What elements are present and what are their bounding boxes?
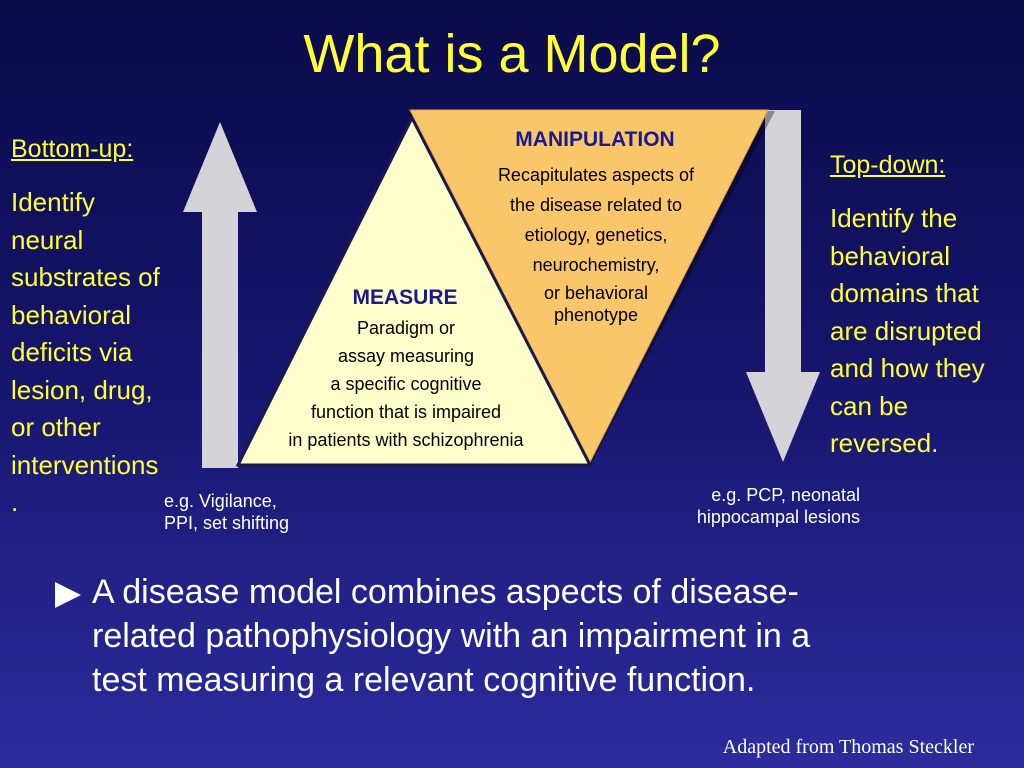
- manipulation-line: the disease related to: [509, 195, 683, 215]
- measure-line: Paradigm or: [356, 318, 456, 338]
- bottom-up-line: .: [11, 487, 19, 517]
- page-title: What is a Model?: [303, 24, 721, 84]
- measure-line: in patients with schizophrenia: [288, 430, 524, 450]
- top-down-line: are disrupted: [830, 315, 982, 346]
- bottom-up-line: neural: [11, 224, 84, 255]
- example-line: PPI, set shifting: [164, 513, 290, 533]
- bullet-line: test measuring a relevant cognitive func…: [92, 661, 756, 699]
- bottom-up-line: behavioral: [11, 299, 131, 330]
- top-down-description: Identify the behavioral domains that are…: [830, 200, 1024, 463]
- top-down-line: can be: [830, 390, 909, 421]
- bottom-up-line: Identify: [11, 187, 95, 217]
- bottom-up-example: e.g. Vigilance, PPI, set shifting: [164, 490, 289, 534]
- top-down-line: reversed.: [830, 428, 939, 458]
- example-line: hippocampal lesions: [696, 507, 860, 527]
- bottom-up-line: lesion, drug,: [11, 374, 153, 405]
- bullet-text: A disease model combines aspects of dise…: [92, 570, 962, 702]
- measure-line: function that is impaired: [310, 402, 502, 422]
- bottom-up-line: deficits via: [11, 337, 133, 367]
- bullet-line: related pathophysiology with an impairme…: [92, 617, 811, 655]
- example-line: e.g. Vigilance,: [164, 491, 277, 511]
- manipulation-line: or behavioral: [543, 283, 649, 303]
- bullet-line: A disease model combines aspects of dise…: [92, 573, 799, 611]
- bottom-up-line: interventions: [11, 449, 159, 480]
- top-down-line: Identify the: [830, 203, 958, 233]
- measure-line: a specific cognitive: [330, 374, 482, 394]
- top-down-heading: Top-down:: [830, 151, 946, 179]
- measure-description: Paradigm or assay measuring a specific c…: [250, 314, 562, 454]
- manipulation-line: phenotype: [553, 305, 639, 325]
- measure-triangle: [235, 114, 593, 467]
- manipulation-description: Recapitulates aspects of the disease rel…: [466, 160, 726, 280]
- manipulation-line: Recapitulates aspects of: [497, 165, 695, 185]
- manipulation-line: neurochemistry,: [532, 255, 660, 275]
- up-arrow-icon: [183, 122, 257, 468]
- measure-title: MEASURE: [352, 286, 458, 309]
- top-down-example: e.g. PCP, neonatal hippocampal lesions: [640, 484, 860, 528]
- bottom-up-heading: Bottom-up:: [11, 135, 134, 163]
- triangle-bullet-icon: [55, 582, 81, 608]
- bottom-up-line: substrates of: [11, 262, 160, 292]
- top-down-line: and how they: [830, 353, 985, 383]
- manipulation-line: etiology, genetics,: [524, 225, 668, 245]
- down-arrow-icon: [746, 110, 820, 462]
- bottom-up-line: or other: [11, 412, 101, 442]
- top-down-line: behavioral: [830, 240, 950, 271]
- manipulation-description-cont: or behavioral phenotype: [506, 282, 686, 326]
- attribution-footer: Adapted from Thomas Steckler: [722, 736, 974, 758]
- measure-line: assay measuring: [337, 346, 475, 366]
- manipulation-title: MANIPULATION: [515, 128, 675, 151]
- bottom-up-description: Identify neural substrates of behavioral…: [11, 184, 201, 522]
- example-line: e.g. PCP, neonatal: [711, 485, 860, 505]
- top-down-line: domains that: [830, 278, 979, 308]
- manipulation-triangle: [409, 109, 769, 464]
